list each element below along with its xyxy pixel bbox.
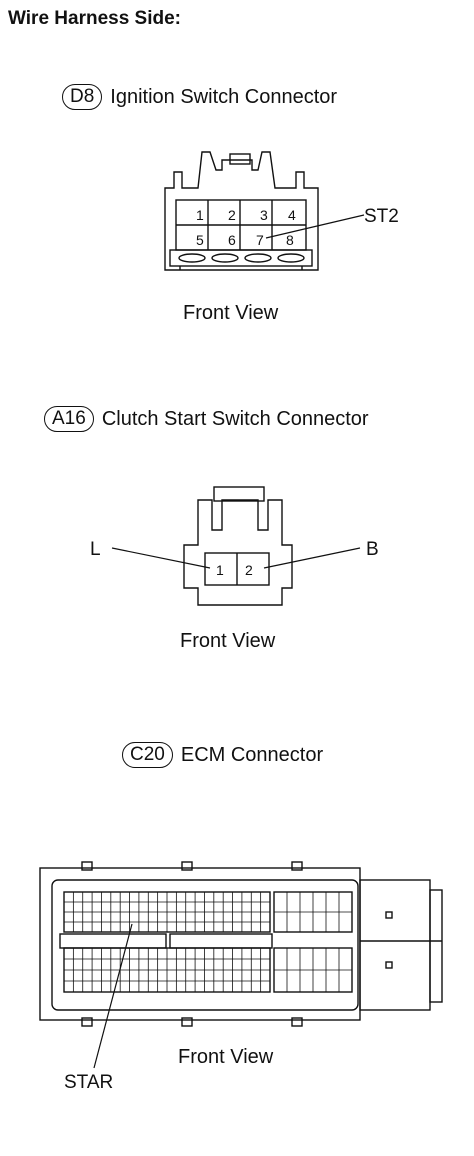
a16-pin-2: 2 bbox=[245, 562, 253, 578]
d8-pin-3: 3 bbox=[260, 207, 268, 223]
d8-connector-name: Ignition Switch Connector bbox=[110, 85, 338, 108]
d8-pin-8: 8 bbox=[286, 232, 294, 248]
a16-section-title: A16 Clutch Start Switch Connector bbox=[44, 406, 369, 432]
a16-connector-name: Clutch Start Switch Connector bbox=[101, 407, 369, 430]
d8-st2-leader-line bbox=[265, 214, 365, 239]
d8-pin-2: 2 bbox=[228, 207, 236, 223]
c20-connector-drawing bbox=[39, 861, 443, 1027]
c20-connector-name: ECM Connector bbox=[180, 743, 324, 766]
a16-b-callout: B bbox=[366, 539, 379, 560]
a16-connector-code: A16 bbox=[44, 406, 94, 432]
d8-pin-4: 4 bbox=[288, 207, 296, 223]
a16-b-leader-line bbox=[263, 547, 361, 569]
a16-pin-1: 1 bbox=[216, 562, 224, 578]
c20-view-label: Front View bbox=[178, 1046, 274, 1068]
d8-pin-7: 7 bbox=[256, 232, 264, 248]
d8-section-title: D8 Ignition Switch Connector bbox=[62, 84, 337, 110]
d8-st2-callout: ST2 bbox=[364, 206, 399, 227]
a16-view-label: Front View bbox=[180, 630, 276, 652]
d8-connector-drawing bbox=[164, 151, 319, 271]
d8-pin-1: 1 bbox=[196, 207, 204, 223]
a16-connector-drawing bbox=[183, 486, 293, 606]
d8-view-label: Front View bbox=[183, 302, 279, 324]
c20-connector-code: C20 bbox=[122, 742, 173, 768]
a16-l-callout: L bbox=[90, 539, 101, 560]
c20-star-callout: STAR bbox=[64, 1072, 113, 1093]
page-heading: Wire Harness Side: bbox=[8, 8, 182, 29]
d8-pin-6: 6 bbox=[228, 232, 236, 248]
d8-connector-code: D8 bbox=[62, 84, 103, 110]
d8-pin-5: 5 bbox=[196, 232, 204, 248]
c20-pin-grid bbox=[64, 892, 352, 992]
c20-section-title: C20 ECM Connector bbox=[122, 742, 323, 768]
c20-star-leader-line bbox=[93, 923, 133, 1069]
a16-l-leader-line bbox=[111, 547, 211, 569]
